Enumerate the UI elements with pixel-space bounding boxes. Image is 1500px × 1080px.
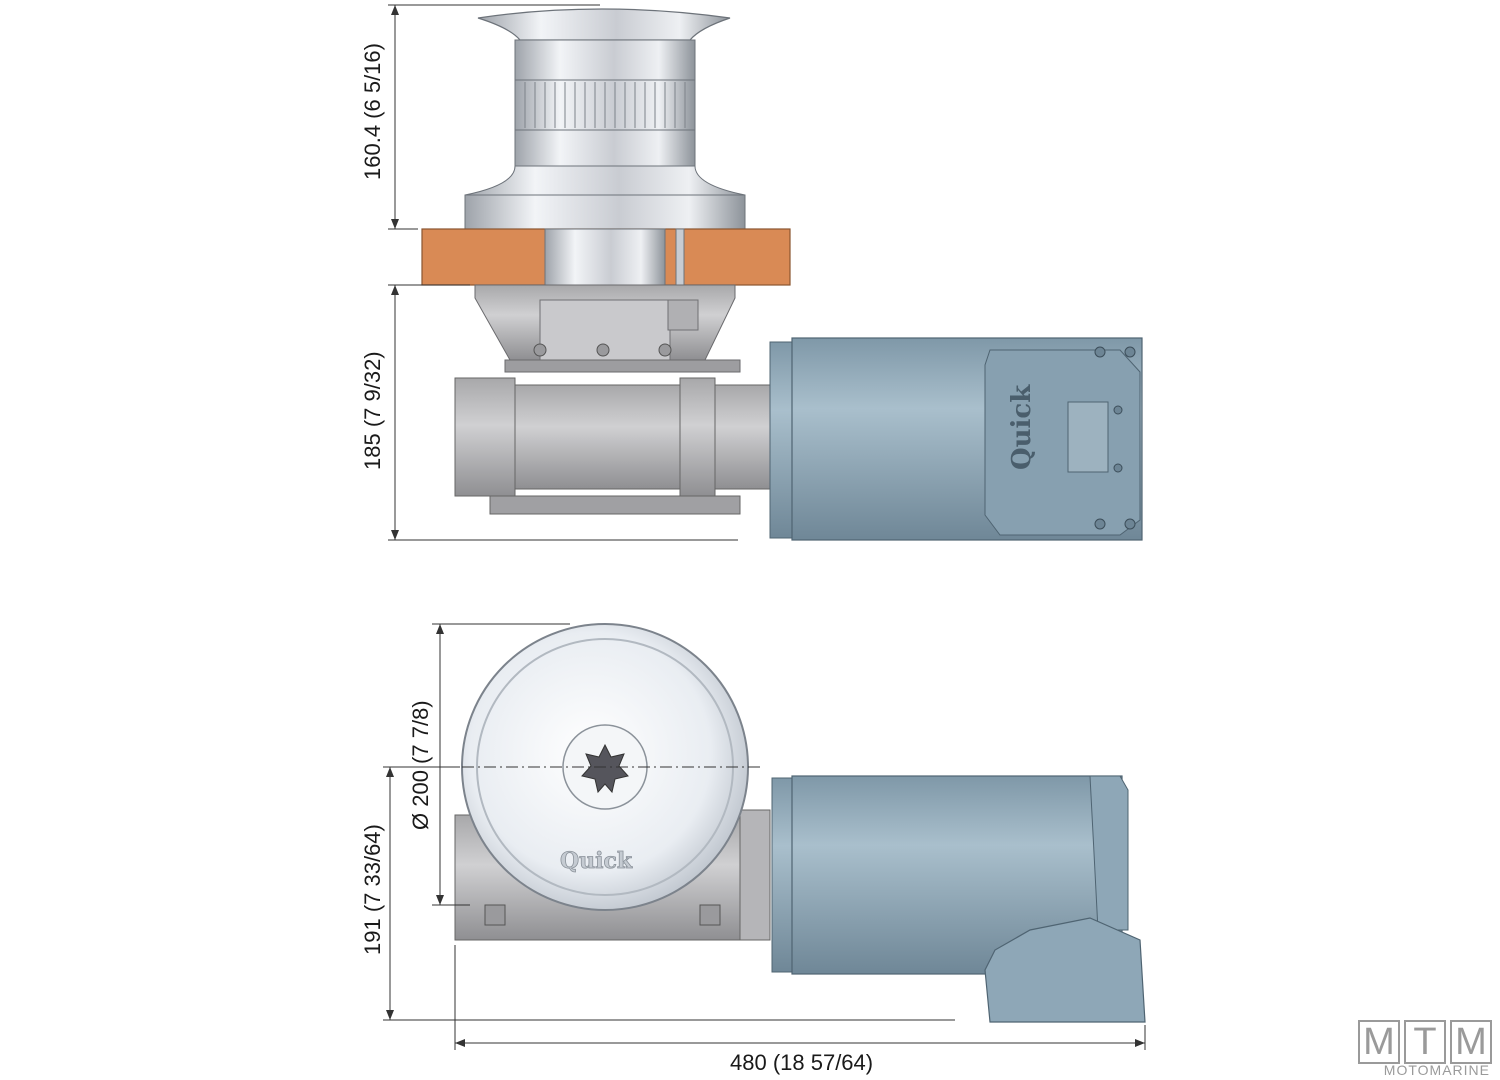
motor-cover [984, 349, 1141, 536]
dim-drum-diameter: Ø 200 (7 7/8) [408, 700, 433, 830]
watermark-letter: M [1358, 1020, 1400, 1064]
gear-plate [504, 359, 741, 373]
gearbox-body [514, 384, 681, 490]
screw [1124, 518, 1136, 530]
dimension-lines-top [388, 4, 738, 541]
terminal-box [984, 917, 1146, 1023]
watermark-letter: T [1404, 1020, 1446, 1064]
drum-flare [464, 165, 746, 196]
base-flange [464, 194, 746, 230]
shaft-through-deck [544, 228, 666, 286]
screw [1094, 518, 1106, 530]
screw [1094, 346, 1106, 358]
plan-motor-endcap [1089, 775, 1129, 931]
plan-bolt [699, 904, 721, 926]
plan-bolt [484, 904, 506, 926]
spline-socket-icon [581, 743, 629, 794]
dim-side-height: 191 (7 33/64) [360, 824, 385, 955]
screw [1124, 346, 1136, 358]
gearbox-bottom [489, 495, 741, 515]
dimension-lines-bottom [383, 623, 1146, 1050]
drum-brand-logo: Quick [560, 848, 633, 874]
gearbox-adapter [714, 384, 771, 490]
watermark-logo: M T M [1358, 1020, 1492, 1064]
plan-view: Quick Ø 200 (7 7/8) 191 (7 33/64) 480 (1… [360, 623, 1146, 1075]
stud [675, 228, 685, 286]
gearbox-collar [679, 377, 716, 497]
dim-total-length: 480 (18 57/64) [730, 1050, 873, 1075]
bolt [596, 343, 610, 357]
drum-lower [514, 129, 696, 167]
cap-body [514, 39, 696, 81]
screw [1113, 463, 1123, 473]
screw [1113, 405, 1123, 415]
bolt-nut [667, 299, 699, 331]
grip-ribs [524, 82, 686, 128]
dim-under-deck-height: 185 (7 9/32) [360, 351, 385, 470]
motor-flange [769, 341, 793, 539]
brand-logo: Quick [1007, 384, 1037, 470]
plan-adapter [739, 809, 771, 941]
bolt [658, 343, 672, 357]
dim-cap-height: 160.4 (6 5/16) [360, 43, 385, 180]
gearbox-end [454, 377, 516, 497]
side-elevation-view: Quick 160.4 (6 5/16) 185 (7 9/32) [360, 4, 1143, 541]
motor-label-plate [1067, 401, 1109, 473]
plan-motor-flange [771, 777, 793, 973]
watermark-subtitle: MOTOMARINE [1383, 1062, 1490, 1078]
bolt [533, 343, 547, 357]
watermark-letter: M [1450, 1020, 1492, 1064]
cap-top [477, 8, 731, 41]
